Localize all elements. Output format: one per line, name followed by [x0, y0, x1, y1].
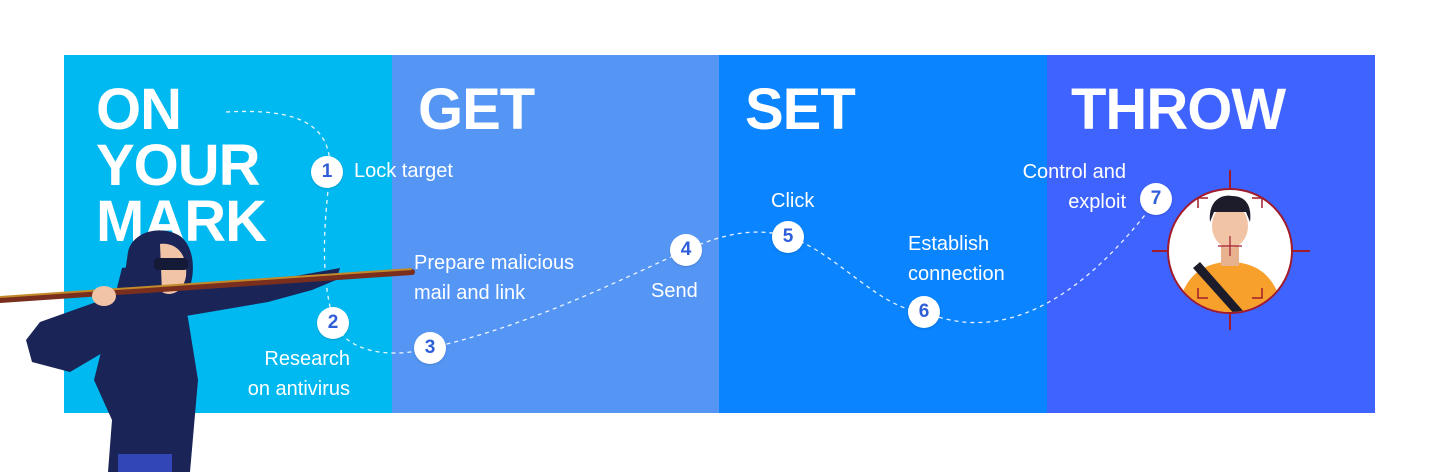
step-label-line: mail and link [414, 282, 526, 304]
hooded-hacker-with-spear-illustration [0, 230, 415, 472]
step-label-line: Prepare malicious [414, 252, 575, 274]
step-badge-3: 3 [414, 332, 446, 364]
step-label-line: Click [771, 190, 815, 212]
step-badge-7: 7 [1140, 183, 1172, 215]
step-label-7: Control and exploit [994, 157, 1126, 217]
step-badge-1: 1 [311, 156, 343, 188]
step-label-line: exploit [1068, 191, 1126, 213]
step-label-2: Research on antivirus [216, 344, 350, 404]
stage-title-throw: THROW [1071, 77, 1286, 142]
step-label-1: Lock target [354, 156, 453, 186]
step-badge-4: 4 [670, 234, 702, 266]
step-badge-6: 6 [908, 296, 940, 328]
step-label-6: Establish connection [908, 229, 1005, 289]
step-label-line: Establish [908, 233, 990, 255]
step-label-3: Prepare malicious mail and link [414, 248, 574, 308]
step-label-4: Send [651, 276, 698, 306]
flow-path [225, 110, 1159, 354]
step-label-line: Lock target [354, 160, 453, 182]
step-badge-2: 2 [317, 307, 349, 339]
stage-title-on-your-mark: ON YOUR MARK [96, 77, 267, 251]
stage-title-set: SET [745, 77, 856, 142]
step-label-line: connection [908, 263, 1005, 285]
step-label-line: Send [651, 280, 698, 302]
targeted-person-in-crosshair-illustration [1152, 170, 1310, 330]
step-label-line: on antivirus [247, 378, 350, 400]
stage-title-line: ON [96, 77, 182, 142]
step-label-line: Research [264, 348, 350, 370]
step-label-5: Click [771, 186, 814, 216]
stage-title-get: GET [418, 77, 535, 142]
step-label-line: Control and [1022, 161, 1126, 183]
stage-title-line: YOUR [96, 133, 261, 198]
stage-panel-get [392, 55, 719, 413]
step-badge-5: 5 [772, 221, 804, 253]
